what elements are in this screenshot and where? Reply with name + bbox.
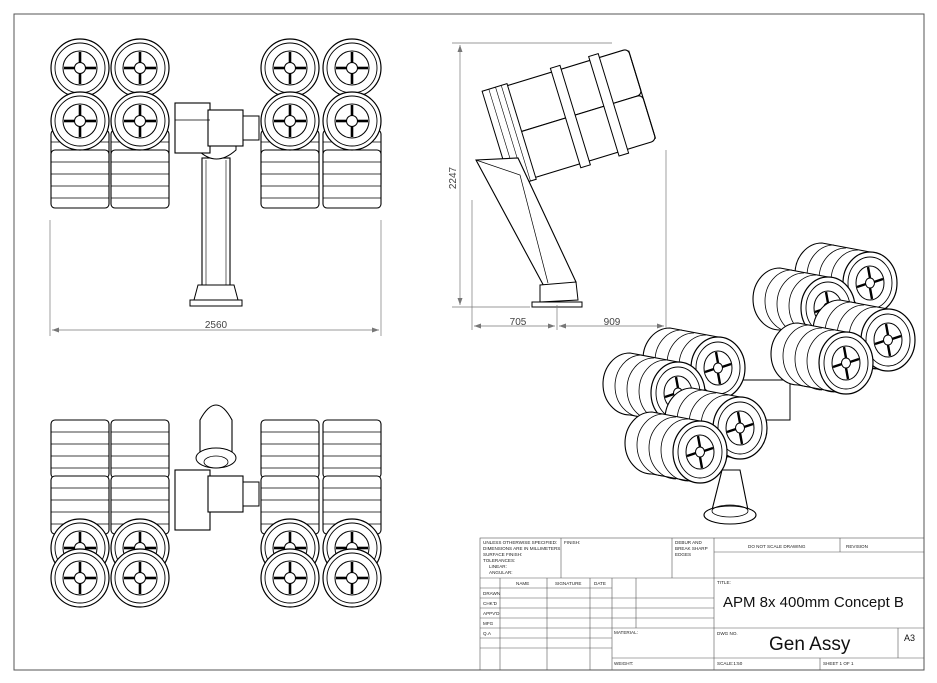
do-not-scale-note: DO NOT SCALE DRAWING xyxy=(748,544,806,549)
drawing-number: Gen Assy xyxy=(769,634,851,655)
right-offset-dimension: 909 xyxy=(604,317,621,328)
weight-label: WEIGHT: xyxy=(614,661,633,666)
sheet-border xyxy=(13,13,925,671)
side-view: 2247 705 909 xyxy=(448,42,667,330)
revision-label: REVISION xyxy=(846,544,868,549)
col-name-header: NAME xyxy=(516,581,529,586)
bottom-view xyxy=(49,404,383,609)
sheet-number: SHEET 1 OF 1 xyxy=(823,661,854,666)
deburr-line-2: BREAK SHARP xyxy=(675,546,708,551)
sheet-size: A3 xyxy=(904,633,915,643)
height-dimension: 2247 xyxy=(448,166,459,189)
row-mfg: MFG xyxy=(483,621,494,626)
material-label: MATERIAL: xyxy=(614,630,638,635)
row-approved: APPV'D xyxy=(483,611,500,616)
finish-label: FINISH: xyxy=(564,540,580,545)
row-checked: CHK'D xyxy=(483,601,498,606)
title-block-text: UNLESS OTHERWISE SPECIFIED: DIMENSIONS A… xyxy=(483,540,915,666)
tolerance-line-3: SURFACE FINISH: xyxy=(483,552,522,557)
title-block xyxy=(479,537,925,671)
title-label: TITLE: xyxy=(717,580,731,585)
tolerance-line-6: ANGULAR: xyxy=(489,570,513,575)
width-dimension: 2560 xyxy=(205,320,228,331)
front-view: 2560 xyxy=(49,37,383,336)
col-date-header: DATE xyxy=(594,581,606,586)
deburr-line-1: DEBUR AND xyxy=(675,540,702,545)
tolerance-line-1: UNLESS OTHERWISE SPECIFIED: xyxy=(483,540,557,545)
tolerance-line-5: LINEAR: xyxy=(489,564,507,569)
row-qa: Q.A xyxy=(483,631,492,636)
deburr-line-3: EDGES xyxy=(675,552,691,557)
tolerance-line-4: TOLERANCES: xyxy=(483,558,515,563)
tolerance-line-2: DIMENSIONS ARE IN MILLIMETERS xyxy=(483,546,560,551)
isometric-view xyxy=(602,242,917,525)
col-signature-header: SIGNATURE xyxy=(555,581,581,586)
row-drawn: DRAWN xyxy=(483,591,500,596)
left-offset-dimension: 705 xyxy=(510,317,527,328)
dwg-no-label: DWG NO. xyxy=(717,631,738,636)
scale-label: SCALE:1:50 xyxy=(717,661,743,666)
drawing-title: APM 8x 400mm Concept B xyxy=(723,594,904,611)
